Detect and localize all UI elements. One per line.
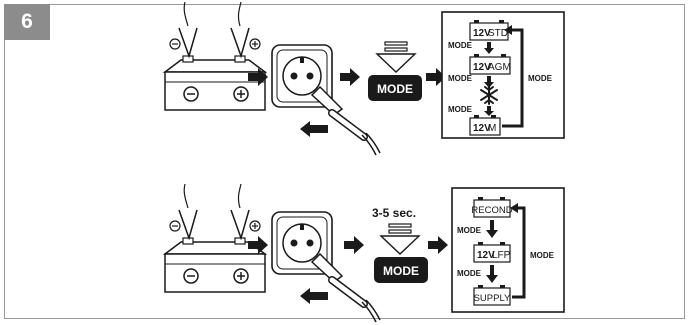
- mode-std-label: STD: [488, 28, 508, 39]
- mode-item-supply: SUPPLY: [473, 285, 511, 306]
- press-indicator-bottom: [380, 223, 420, 255]
- down-arrow-1-top: [484, 42, 494, 54]
- arrow-socket-to-button-bottom: [344, 236, 364, 254]
- mode-arrow-label-2-bottom: MODE: [457, 269, 482, 278]
- press-indicator-top: [376, 41, 416, 73]
- loop-arrowhead-bottom: [510, 203, 518, 213]
- mode-m-label: M: [488, 123, 496, 134]
- mode-button-label-top: MODE: [377, 82, 413, 96]
- mode-arrow-label-1-top: MODE: [448, 41, 473, 50]
- mode-12v-lfp-prefix: 12V: [477, 250, 495, 261]
- battery-bottom: [164, 183, 266, 293]
- down-arrow-1-bottom: [486, 220, 498, 238]
- mode-12v-label: 12V: [473, 123, 491, 134]
- snowflake-icon: [480, 85, 498, 105]
- hold-time-label: 3-5 sec.: [372, 206, 416, 220]
- mode-item-12v-m: 12V M: [469, 115, 501, 136]
- mode-supply-label: SUPPLY: [474, 293, 511, 304]
- loop-bracket-top: [502, 28, 524, 128]
- loop-arrowhead-top: [504, 25, 512, 35]
- arrow-socket-to-button-top: [340, 68, 360, 86]
- mode-arrow-label-1-bottom: MODE: [457, 226, 482, 235]
- socket-plug-top: [272, 45, 380, 155]
- down-arrow-2-top: [484, 76, 494, 88]
- figure-frame: [4, 4, 685, 319]
- mode-recond-label: RECOND: [471, 205, 512, 216]
- battery-top: [164, 1, 266, 111]
- down-arrow-2-bottom: [486, 265, 498, 283]
- mode-button-top[interactable]: [368, 75, 422, 101]
- arrow-button-to-panel-bottom: [428, 236, 448, 254]
- down-arrow-3-top: [484, 106, 494, 116]
- step-number-badge: 6: [4, 4, 50, 40]
- mode-button-label-bottom: MODE: [383, 264, 419, 278]
- mode-12v-label: 12V: [473, 62, 491, 73]
- step-number: 6: [21, 10, 33, 33]
- mode-item-recond: RECOND: [471, 197, 513, 218]
- mode-agm-label: AGM: [488, 62, 511, 73]
- mode-item-12v-std: 12V STD: [469, 20, 509, 41]
- mode-lfp-label: LFP: [492, 250, 511, 261]
- loop-label-bottom: MODE: [530, 251, 555, 260]
- mode-arrow-label-2-top: MODE: [448, 74, 473, 83]
- mode-item-12v-lfp: 12V LFP: [473, 242, 511, 263]
- mode-panel-top: [441, 11, 565, 139]
- socket-plug-bottom: [272, 212, 380, 322]
- mode-12v-label: 12V: [473, 28, 491, 39]
- mode-button-bottom[interactable]: [374, 257, 428, 283]
- loop-bracket-bottom: [512, 206, 526, 299]
- mode-arrow-label-3-top: MODE: [448, 105, 473, 114]
- mode-item-12v-agm: 12V AGM: [469, 54, 511, 75]
- loop-label-top: MODE: [528, 74, 553, 83]
